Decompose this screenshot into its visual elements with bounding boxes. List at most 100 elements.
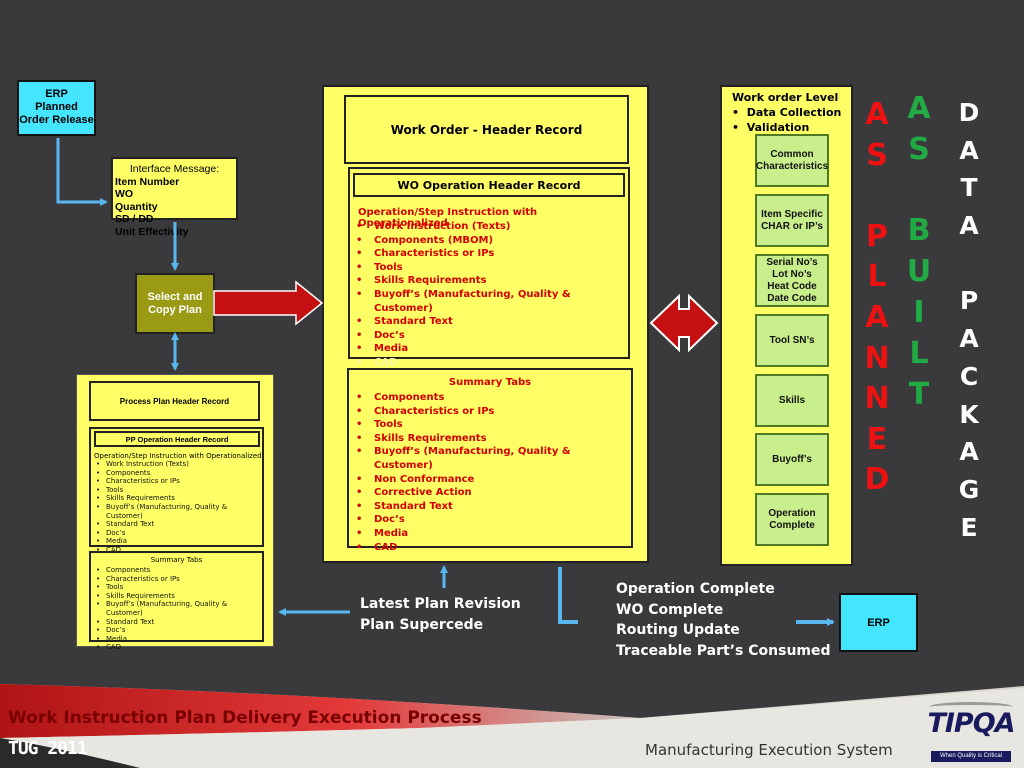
as-planned-letter: A (865, 299, 889, 335)
buyoffs-box: Buyoff’s (755, 433, 829, 486)
as-planned-letter: E (866, 421, 888, 457)
footer-banner (0, 684, 1024, 768)
tool-sn-box: Tool SN’s (755, 314, 829, 367)
interface-line-3: Quantity (115, 200, 158, 213)
erp-output-box: ERP (839, 593, 918, 652)
tipqa-logo-swoosh (929, 702, 1013, 712)
list-item: Media (94, 537, 262, 546)
as-planned-letter: D (864, 462, 890, 498)
list-item: Tools (354, 418, 631, 432)
list-item: CAD (354, 541, 631, 555)
select-to-work-order-arrow (213, 280, 324, 326)
list-item: Standard Text (354, 500, 631, 514)
list-item: Tools (354, 261, 628, 275)
data-package-letter: E (960, 512, 978, 542)
as-planned-letter: N (864, 340, 890, 376)
wo-level-title: Work order Level (732, 91, 839, 104)
data-package-letter: G (958, 474, 980, 504)
process-plan-header-box: Process Plan Header Record (89, 381, 260, 421)
completion-line-2: WO Complete (616, 601, 724, 618)
work-order-header-box: Work Order - Header Record (344, 95, 629, 164)
list-item: Components (94, 566, 262, 575)
work-order-level-panel: Work order Level • Data Collection • Val… (720, 85, 853, 566)
list-item: Doc’s (94, 529, 262, 538)
footer-title: Work Instruction Plan Delivery Execution… (8, 708, 482, 728)
list-item: Buyoff’s (Manufacturing, Quality & Custo… (94, 503, 262, 520)
select-copy-plan-box: Select and Copy Plan (135, 273, 215, 334)
as-built-letter: I (913, 294, 925, 330)
list-item: Media (94, 635, 262, 644)
list-item: • Data Collection (732, 106, 842, 119)
as-planned-letter: S (866, 137, 888, 173)
interface-line-5: Unit Effectivity (115, 225, 189, 238)
wo-summary-title: Summary Tabs (448, 377, 532, 388)
wo-operation-box: WO Operation Header Record Operation/Ste… (348, 167, 630, 369)
data-package-letter: A (959, 437, 979, 467)
interface-message-box: Interface Message: Item Number WO Quanti… (111, 157, 238, 238)
list-item: Buyoff’s (Manufacturing, Quality & Custo… (354, 288, 628, 315)
completion-line-3: Routing Update (616, 622, 740, 638)
as-planned-letter: A (865, 97, 889, 132)
list-item: Components (354, 391, 631, 405)
erp-top-line-1: ERP (45, 88, 68, 100)
wo-summary-list: Components Characteristics or IPs Tools … (354, 391, 631, 554)
completion-text: Operation Complete WO Complete Routing U… (616, 579, 831, 661)
interface-line-4: SD / DD (115, 213, 154, 225)
pp-operation-list: Work Instruction (Texts) Components Char… (94, 460, 262, 555)
pp-operation-box: PP Operation Header Record Operation/Ste… (89, 427, 264, 554)
select-copy-line-2: Copy Plan (148, 304, 202, 316)
list-item: Characteristics or IPs (94, 477, 262, 486)
wo-operation-header-label: WO Operation Header Record (397, 178, 581, 192)
erp-to-interface-connector (56, 138, 108, 206)
revision-line-2: Plan Supercede (360, 617, 484, 633)
pp-operation-header-box: PP Operation Header Record (94, 431, 260, 447)
pp-summary-list: Components Characteristics or IPs Tools … (94, 566, 262, 652)
as-planned-letter: N (864, 381, 890, 417)
list-item: Work Instruction (Texts) (354, 220, 628, 234)
list-item: Components (MBOM) (354, 234, 628, 248)
erp-top-line-3: Order Release (19, 114, 94, 126)
list-item: Skills Requirements (354, 432, 631, 446)
list-item: CAD (354, 356, 628, 370)
list-item: Work Instruction (Texts) (94, 460, 262, 469)
interface-message-title: Interface Message: (129, 163, 220, 175)
work-order-header-label: Work Order - Header Record (390, 122, 583, 137)
list-item: CAD (94, 643, 262, 652)
process-plan-document: Process Plan Header Record PP Operation … (76, 374, 274, 652)
interface-line-1: Item Number (115, 175, 180, 188)
as-built-letter: B (907, 213, 931, 249)
as-planned-letter: P (866, 218, 888, 254)
completion-line-1: Operation Complete (616, 581, 775, 597)
list-item: Media (354, 342, 628, 356)
revision-line-1: Latest Plan Revision (360, 596, 521, 612)
tipqa-logo: TIPQA When Quality is Critical (925, 702, 1017, 764)
data-package-letter: K (959, 399, 979, 429)
data-package-letter: A (959, 324, 979, 354)
list-item: Skills Requirements (94, 592, 262, 601)
pp-operation-title: Operation/Step Instruction with Operatio… (94, 452, 262, 460)
erp-output-label: ERP (867, 616, 890, 629)
list-item: Media (354, 527, 631, 541)
pp-summary-box: Summary Tabs Components Characteristics … (89, 551, 264, 652)
as-planned-letter: L (867, 259, 887, 295)
pp-operation-header-label: PP Operation Header Record (125, 434, 229, 444)
list-item: Doc’s (94, 626, 262, 635)
list-item: Tools (94, 486, 262, 495)
work-order-document: Work Order - Header Record WO Operation … (322, 85, 649, 563)
data-package-letter: D (958, 98, 980, 127)
list-item: Doc’s (354, 329, 628, 343)
work-order-level-double-arrow (649, 293, 719, 353)
as-built-letter: L (909, 335, 929, 371)
tipqa-logo-text: TIPQA (927, 708, 1015, 739)
wo-operation-list: Work Instruction (Texts) Components (MBO… (354, 220, 628, 370)
as-built-letter: S (908, 131, 930, 167)
as-built-letter: T (908, 376, 930, 412)
wo-to-erp-connector (558, 567, 578, 624)
list-item: Characteristics or IPs (354, 247, 628, 261)
list-item: Characteristics or IPs (354, 405, 631, 419)
wo-summary-box: Summary Tabs Components Characteristics … (347, 368, 633, 554)
